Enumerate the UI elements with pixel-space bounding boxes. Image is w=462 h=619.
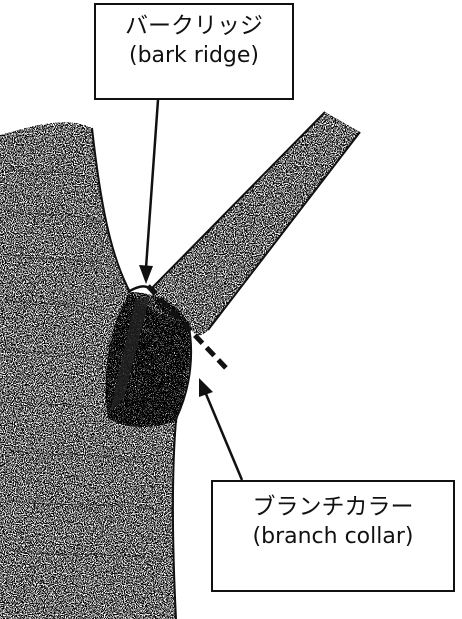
branch-collar-label-en: (branch collar) — [213, 522, 453, 552]
branch-collar-arrow — [199, 378, 242, 480]
branch-shape — [150, 112, 360, 335]
bark-ridge-label-box: バークリッジ (bark ridge) — [94, 3, 294, 100]
bark-ridge-label-jp: バークリッジ — [96, 11, 292, 41]
branch-collar-label-jp: ブランチカラー — [213, 492, 453, 522]
bark-ridge-label-en: (bark ridge) — [96, 41, 292, 71]
branch-collar-label-box: ブランチカラー (branch collar) — [211, 480, 455, 592]
bark-ridge-arrow — [139, 100, 158, 284]
